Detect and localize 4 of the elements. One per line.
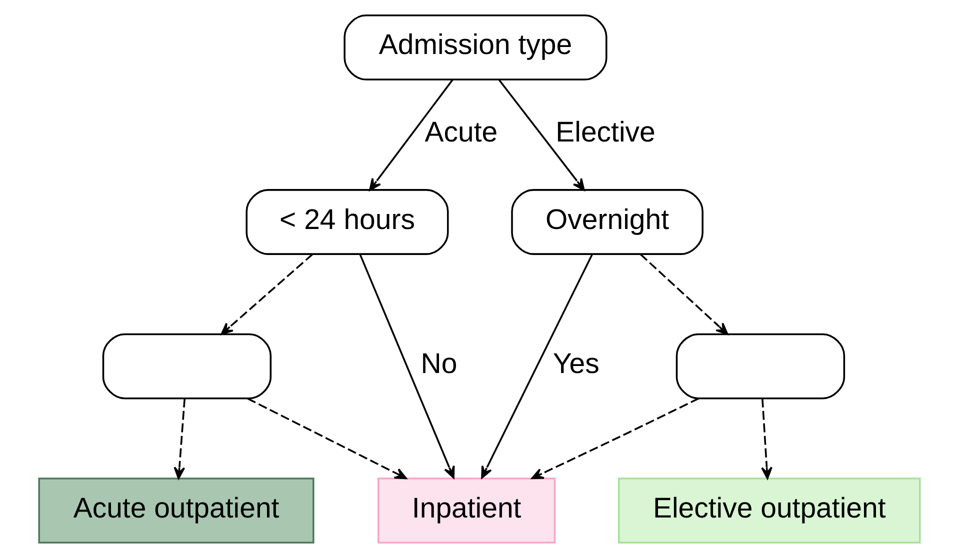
edge-label: Yes (552, 348, 599, 380)
edge-label: Elective (555, 116, 655, 148)
edge-label: Acute (424, 116, 498, 148)
edge-label: No (420, 348, 457, 380)
